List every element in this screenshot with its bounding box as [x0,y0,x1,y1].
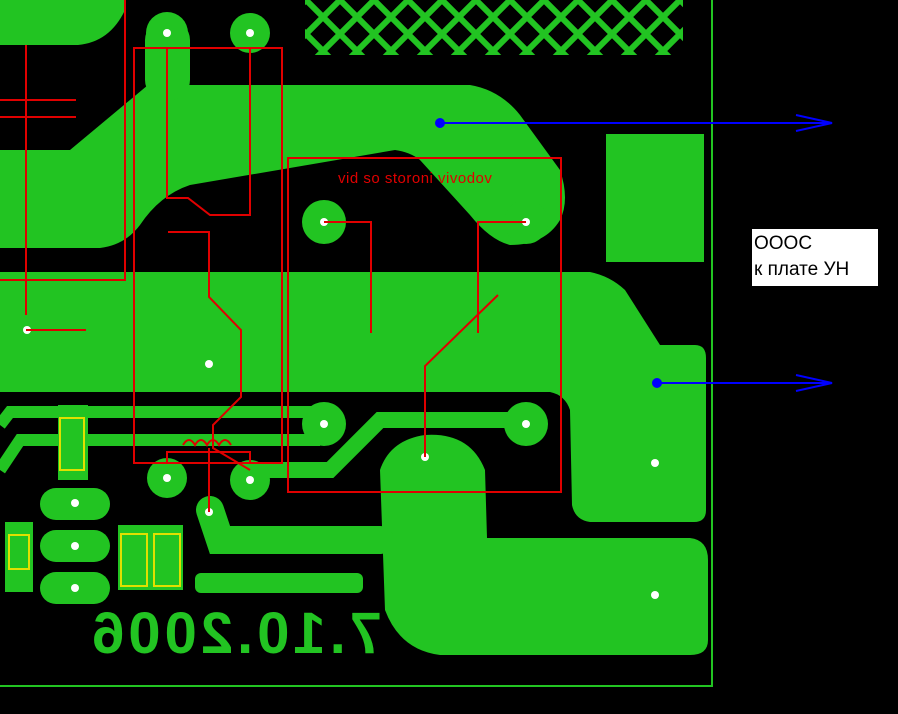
copper-pour-top-left [0,0,125,45]
copper-trace [250,412,520,478]
date-mark: 7.10.2006 [87,601,382,666]
copper-pad-square [606,134,704,262]
annotation-arrows [435,114,833,392]
copper-pour-bottom [380,434,708,655]
copper-trace [0,406,330,429]
annotation-box: OOOC к плате УН [752,229,878,286]
component-outlines [8,417,181,587]
copper-bar [195,573,363,593]
copper-trace [0,434,320,474]
drill-holes [23,29,659,599]
silkscreen-note: vid so storoni vivodov [338,170,493,187]
annotation-line-1: OOOC [754,233,813,254]
hatched-copper-area [305,0,683,55]
copper-pour-middle [0,272,706,522]
annotation-line-2: к плате УН [754,259,850,280]
smd-pad [118,525,183,590]
board-outline [0,0,713,687]
silkscreen-lines [0,0,562,512]
copper-trace [196,496,394,554]
